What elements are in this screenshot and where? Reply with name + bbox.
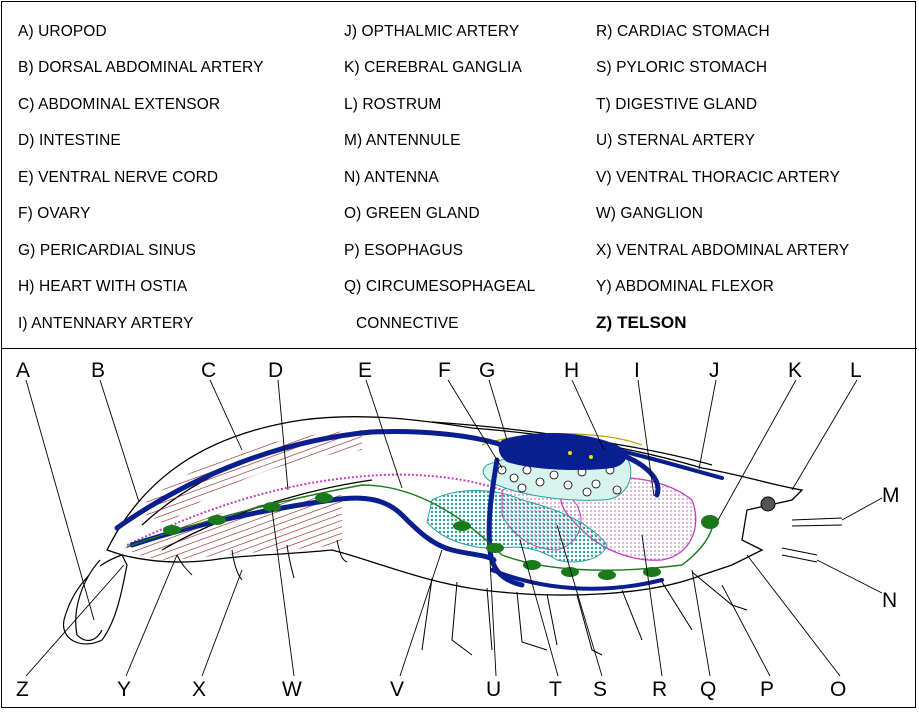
ganglion (453, 521, 471, 531)
key-item: R) CARDIAC STOMACH (596, 23, 770, 40)
walking-legs (421, 571, 748, 656)
tail-fan (62, 554, 128, 645)
key-item: N) ANTENNA (344, 169, 439, 186)
right-labels: M N (882, 484, 900, 612)
ganglion (208, 515, 226, 525)
ganglion (598, 570, 616, 580)
label-b: B (91, 359, 105, 382)
label-h: H (564, 359, 579, 382)
label-v: V (390, 678, 404, 701)
abdominal-segments (176, 539, 348, 581)
label-s: S (593, 678, 607, 701)
digestive-gland (426, 490, 608, 563)
label-q: Q (700, 678, 716, 701)
key-item: X) VENTRAL ABDOMINAL ARTERY (596, 242, 850, 259)
leader-lines (25, 379, 883, 677)
label-a: A (16, 359, 30, 382)
label-t: T (549, 678, 562, 701)
key-item: C) ABDOMINAL EXTENSOR (18, 96, 221, 113)
nervous-system (126, 484, 719, 580)
heart-ostium (568, 451, 572, 455)
key-item: L) ROSTRUM (344, 96, 442, 113)
key-item: P) ESOPHAGUS (344, 242, 464, 259)
key-item: K) CEREBRAL GANGLIA (344, 59, 522, 76)
label-r: R (652, 678, 667, 701)
key-item: G) PERICARDIAL SINUS (18, 242, 196, 259)
key-item: E) VENTRAL NERVE CORD (18, 169, 219, 186)
abdominal-flexor-muscle (122, 495, 342, 560)
antennae (781, 517, 843, 563)
key-item: S) PYLORIC STOMACH (596, 59, 768, 76)
heart (498, 433, 627, 470)
ganglion (486, 543, 504, 553)
label-n: N (882, 589, 897, 612)
ventral-nerve-cord (126, 484, 715, 571)
cerebral-ganglia (701, 515, 719, 529)
ventral-thoracic-artery (490, 568, 664, 591)
label-u: U (486, 678, 501, 701)
key-item: CONNECTIVE (356, 315, 459, 332)
key-item: B) DORSAL ABDOMINAL ARTERY (18, 59, 264, 76)
label-c: C (201, 359, 216, 382)
ganglion (643, 567, 661, 577)
dorsal-abdominal-artery (114, 429, 505, 531)
key-item: V) VENTRAL THORACIC ARTERY (596, 169, 841, 186)
abdominal-extensor-muscle (137, 430, 362, 525)
label-f: F (438, 359, 451, 382)
key-item: U) STERNAL ARTERY (596, 132, 756, 149)
top-labels: A B C D E F G H I J K L (16, 359, 862, 382)
key-item: T) DIGESTIVE GLAND (596, 96, 758, 113)
key-item: F) OVARY (18, 205, 91, 222)
crayfish-diagram: A B C D E F G H I J K L M N Z Y (2, 350, 917, 710)
label-j: J (709, 359, 720, 382)
label-l: L (850, 359, 862, 382)
bottom-labels: Z Y X W V U T S R Q P O (16, 678, 846, 701)
key-item: W) GANGLION (596, 205, 704, 222)
key-item: Y) ABDOMINAL FLEXOR (596, 278, 774, 295)
key-item: I) ANTENNARY ARTERY (18, 315, 194, 332)
ganglion (263, 502, 281, 512)
label-y: Y (117, 678, 131, 701)
key-item: D) INTESTINE (18, 132, 121, 149)
label-p: P (760, 678, 774, 701)
label-i: I (634, 359, 640, 382)
label-w: W (282, 678, 302, 701)
ganglion (561, 567, 579, 577)
label-o: O (830, 678, 846, 701)
crayfish-illustration: A B C D E F G H I J K L M N Z Y (16, 359, 900, 701)
label-e: E (358, 359, 372, 382)
label-key: A) UROPOD B) DORSAL ABDOMINAL ARTERY C) … (2, 2, 917, 349)
label-g: G (479, 359, 495, 382)
key-item: Q) CIRCUMESOPHAGEAL (344, 278, 536, 295)
heart-ostium (589, 455, 593, 459)
key-item: Z) TELSON (596, 313, 687, 332)
key-item: H) HEART WITH OSTIA (18, 278, 188, 295)
opthalmic-artery (615, 448, 724, 480)
key-item: J) OPTHALMIC ARTERY (344, 23, 520, 40)
ganglion (315, 493, 333, 503)
label-m: M (882, 484, 900, 507)
key-item: A) UROPOD (18, 23, 107, 40)
label-d: D (268, 359, 283, 382)
intestine (126, 473, 503, 546)
eye (760, 496, 776, 512)
label-z: Z (16, 678, 29, 701)
label-x: X (192, 678, 206, 701)
key-item: M) ANTENNULE (344, 132, 461, 149)
label-k: K (788, 359, 802, 382)
ganglion (163, 525, 181, 535)
key-item: O) GREEN GLAND (344, 205, 480, 222)
